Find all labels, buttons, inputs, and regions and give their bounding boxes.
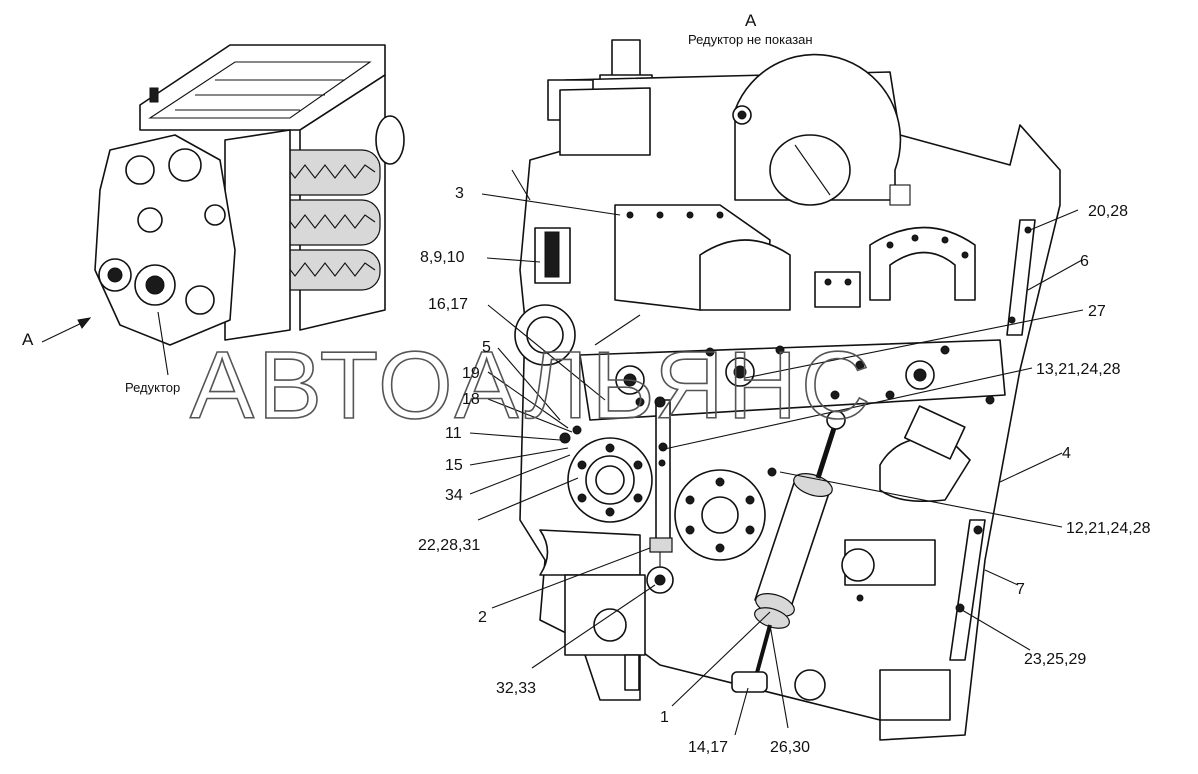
callout-14-17: 14,17 — [688, 739, 728, 756]
callout-23-25-29: 23,25,29 — [1024, 651, 1086, 668]
callout-12-21-24-28: 12,21,24,28 — [1066, 520, 1151, 537]
callout-2: 2 — [478, 609, 487, 626]
callout-32-33: 32,33 — [496, 680, 536, 697]
callout-16-17: 16,17 — [428, 296, 468, 313]
callout-7: 7 — [1016, 581, 1025, 598]
watermark: АВТОАЛЬЯНС — [190, 332, 874, 439]
overview-view-letter: А — [22, 330, 34, 349]
gearbox-label: Редуктор — [125, 380, 180, 395]
callout-labels: 3 8,9,10 16,17 5 19 18 11 15 34 22,28,31… — [418, 185, 1151, 756]
leader-lines — [469, 193, 1084, 736]
callout-6: 6 — [1080, 253, 1089, 270]
callout-8-9-10: 8,9,10 — [420, 249, 465, 266]
callout-15: 15 — [445, 457, 463, 474]
callout-20-28: 20,28 — [1088, 203, 1128, 220]
callout-13-21-24-28: 13,21,24,28 — [1036, 361, 1121, 378]
callout-1: 1 — [660, 709, 669, 726]
callout-4: 4 — [1062, 445, 1071, 462]
callout-22-28-31: 22,28,31 — [418, 537, 480, 554]
callout-34: 34 — [445, 487, 463, 504]
callout-5: 5 — [482, 339, 491, 356]
callout-19: 19 — [462, 365, 480, 382]
view-letter: А — [745, 11, 757, 30]
callout-27: 27 — [1088, 303, 1106, 320]
view-a-drawing: А Редуктор не показан — [511, 11, 1061, 741]
callout-3: 3 — [455, 185, 464, 202]
callout-11: 11 — [445, 425, 462, 442]
overview-assembly: А Редуктор — [22, 44, 405, 395]
view-note: Редуктор не показан — [688, 32, 813, 47]
callout-26-30: 26,30 — [770, 739, 810, 756]
callout-18: 18 — [462, 391, 480, 408]
